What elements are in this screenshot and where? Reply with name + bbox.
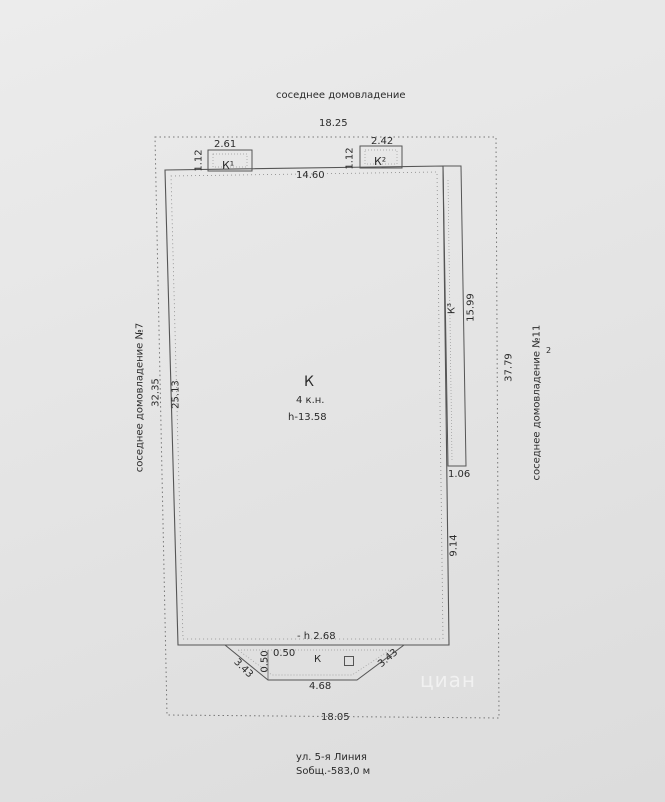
porch-right [359, 145, 403, 169]
dim-bay-bottom: 4.68 [309, 681, 332, 692]
neighbor-top-label: соседнее домовладение [276, 90, 406, 101]
label-main-k: К [304, 374, 314, 390]
dim-porch-right-w: 2.42 [371, 136, 394, 147]
dim-bay-small-b: 0.50 [273, 648, 296, 659]
dim-bay-small-a: 0.50 [259, 650, 271, 673]
label-porch-right: К² [374, 155, 387, 168]
bay-square-mark [344, 656, 354, 666]
dim-porch-left-w: 2.61 [214, 139, 237, 150]
dim-house-top: 14.60 [296, 170, 325, 181]
dim-right-lower: 9.14 [448, 534, 460, 557]
porch-left [207, 149, 253, 172]
label-bay-k: К [314, 654, 322, 665]
tiny-mark: 2 [546, 346, 552, 355]
dim-site-bottom: 18.05 [321, 712, 350, 723]
right-strip [442, 165, 467, 467]
label-strip: К³ [446, 302, 458, 315]
dim-site-top: 18.25 [319, 118, 348, 129]
bottom-bay [223, 644, 406, 681]
dim-house-left: 25.13 [170, 380, 182, 409]
area-label: Sобщ.-583,0 м [296, 766, 371, 777]
label-height: h-13.58 [288, 412, 327, 423]
street-label: ул. 5-я Линия [296, 752, 367, 763]
label-floors: 4 к.н. [296, 395, 325, 406]
watermark-logo: циан [420, 668, 476, 692]
neighbor-right-label: соседнее домовладение №11 [531, 324, 543, 481]
dim-site-left: 32.35 [150, 378, 162, 407]
dim-porch-right-h: 1.12 [344, 147, 356, 170]
label-porch-left: К¹ [222, 159, 235, 172]
dim-porch-left-h: 1.12 [193, 149, 205, 172]
dim-right-strip-len: 15.99 [465, 293, 477, 322]
house-outline [164, 165, 450, 646]
dim-site-right: 37.79 [503, 353, 515, 382]
neighbor-left-label: соседнее домовладение №7 [134, 322, 146, 473]
label-bay-height: - h 2.68 [297, 631, 336, 642]
dim-right-strip-w: 1.06 [448, 469, 471, 480]
